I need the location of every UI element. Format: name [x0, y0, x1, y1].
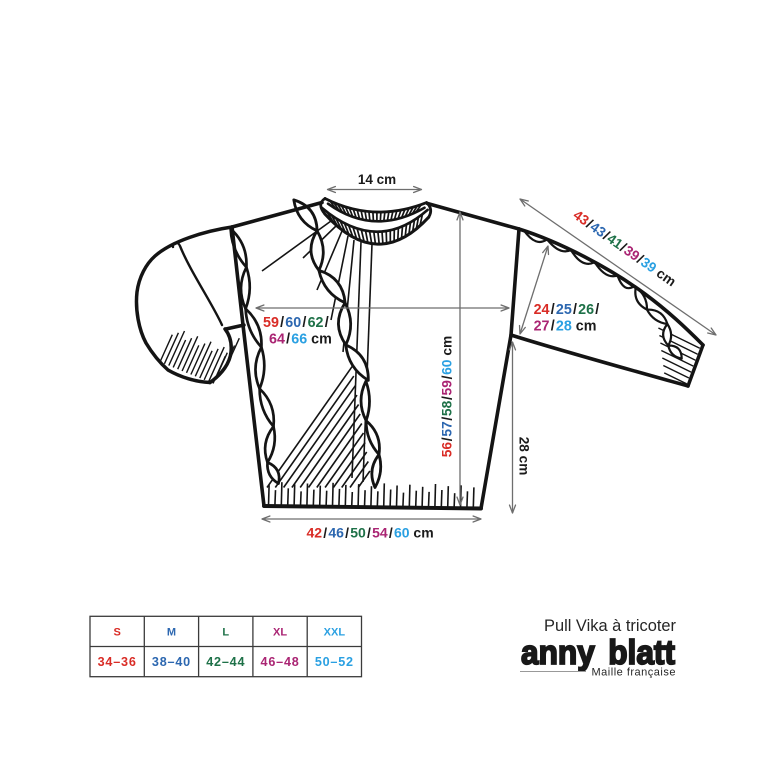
svg-text:50–52: 50–52 [315, 655, 354, 669]
svg-text:XL: XL [273, 627, 287, 639]
svg-text:XXL: XXL [324, 627, 346, 639]
svg-text:L: L [222, 627, 229, 639]
svg-text:34–36: 34–36 [98, 655, 137, 669]
svg-text:Maille française: Maille française [592, 667, 676, 679]
svg-text:Pull Vika à tricoter: Pull Vika à tricoter [544, 616, 676, 635]
svg-text:anny blatt: anny blatt [521, 634, 675, 672]
svg-text:42/46/50/54/60 cm: 42/46/50/54/60 cm [307, 525, 434, 541]
svg-text:43/43/41/39/39 cm: 43/43/41/39/39 cm [570, 207, 678, 289]
svg-text:27/28 cm: 27/28 cm [534, 318, 597, 334]
svg-text:46–48: 46–48 [261, 655, 300, 669]
svg-text:64/66 cm: 64/66 cm [269, 331, 332, 347]
svg-text:56/57/58/59/60 cm: 56/57/58/59/60 cm [440, 336, 455, 458]
svg-text:59/60/62/: 59/60/62/ [263, 315, 329, 331]
svg-text:S: S [113, 627, 120, 639]
svg-text:14 cm: 14 cm [358, 172, 396, 187]
svg-text:M: M [167, 627, 176, 639]
svg-text:42–44: 42–44 [206, 655, 245, 669]
svg-text:28 cm: 28 cm [517, 437, 532, 476]
svg-text:38–40: 38–40 [152, 655, 191, 669]
svg-text:24/25/26/: 24/25/26/ [534, 302, 600, 318]
